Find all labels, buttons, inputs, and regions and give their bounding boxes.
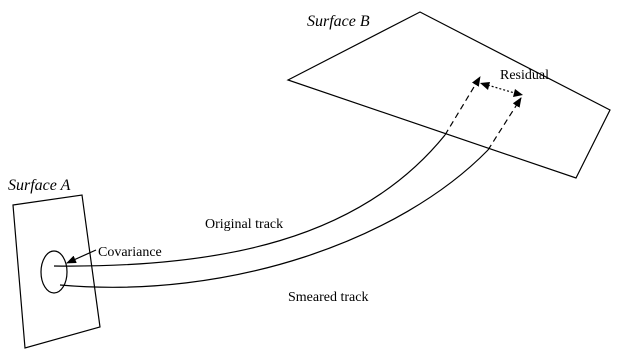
original-track-curve xyxy=(53,134,446,267)
covariance-label: Covariance xyxy=(98,245,162,260)
residual-arrowhead-right xyxy=(513,89,523,97)
smeared-track-extension xyxy=(487,97,522,151)
residual-arrowhead-left xyxy=(480,82,490,90)
residual-arrow xyxy=(483,83,519,95)
surface-b-label: Surface B xyxy=(307,13,370,30)
original-track-extension xyxy=(444,76,481,136)
covariance-ellipse xyxy=(40,250,68,294)
smeared-track-label: Smeared track xyxy=(288,290,368,305)
surface-a-plane xyxy=(12,194,101,349)
covariance-arrow xyxy=(66,249,97,264)
smeared-track-curve xyxy=(59,149,489,288)
residual-label: Residual xyxy=(500,68,549,83)
surface-b-plane xyxy=(286,11,611,179)
original-track-label: Original track xyxy=(205,217,283,232)
surface-a-label: Surface A xyxy=(8,177,71,194)
